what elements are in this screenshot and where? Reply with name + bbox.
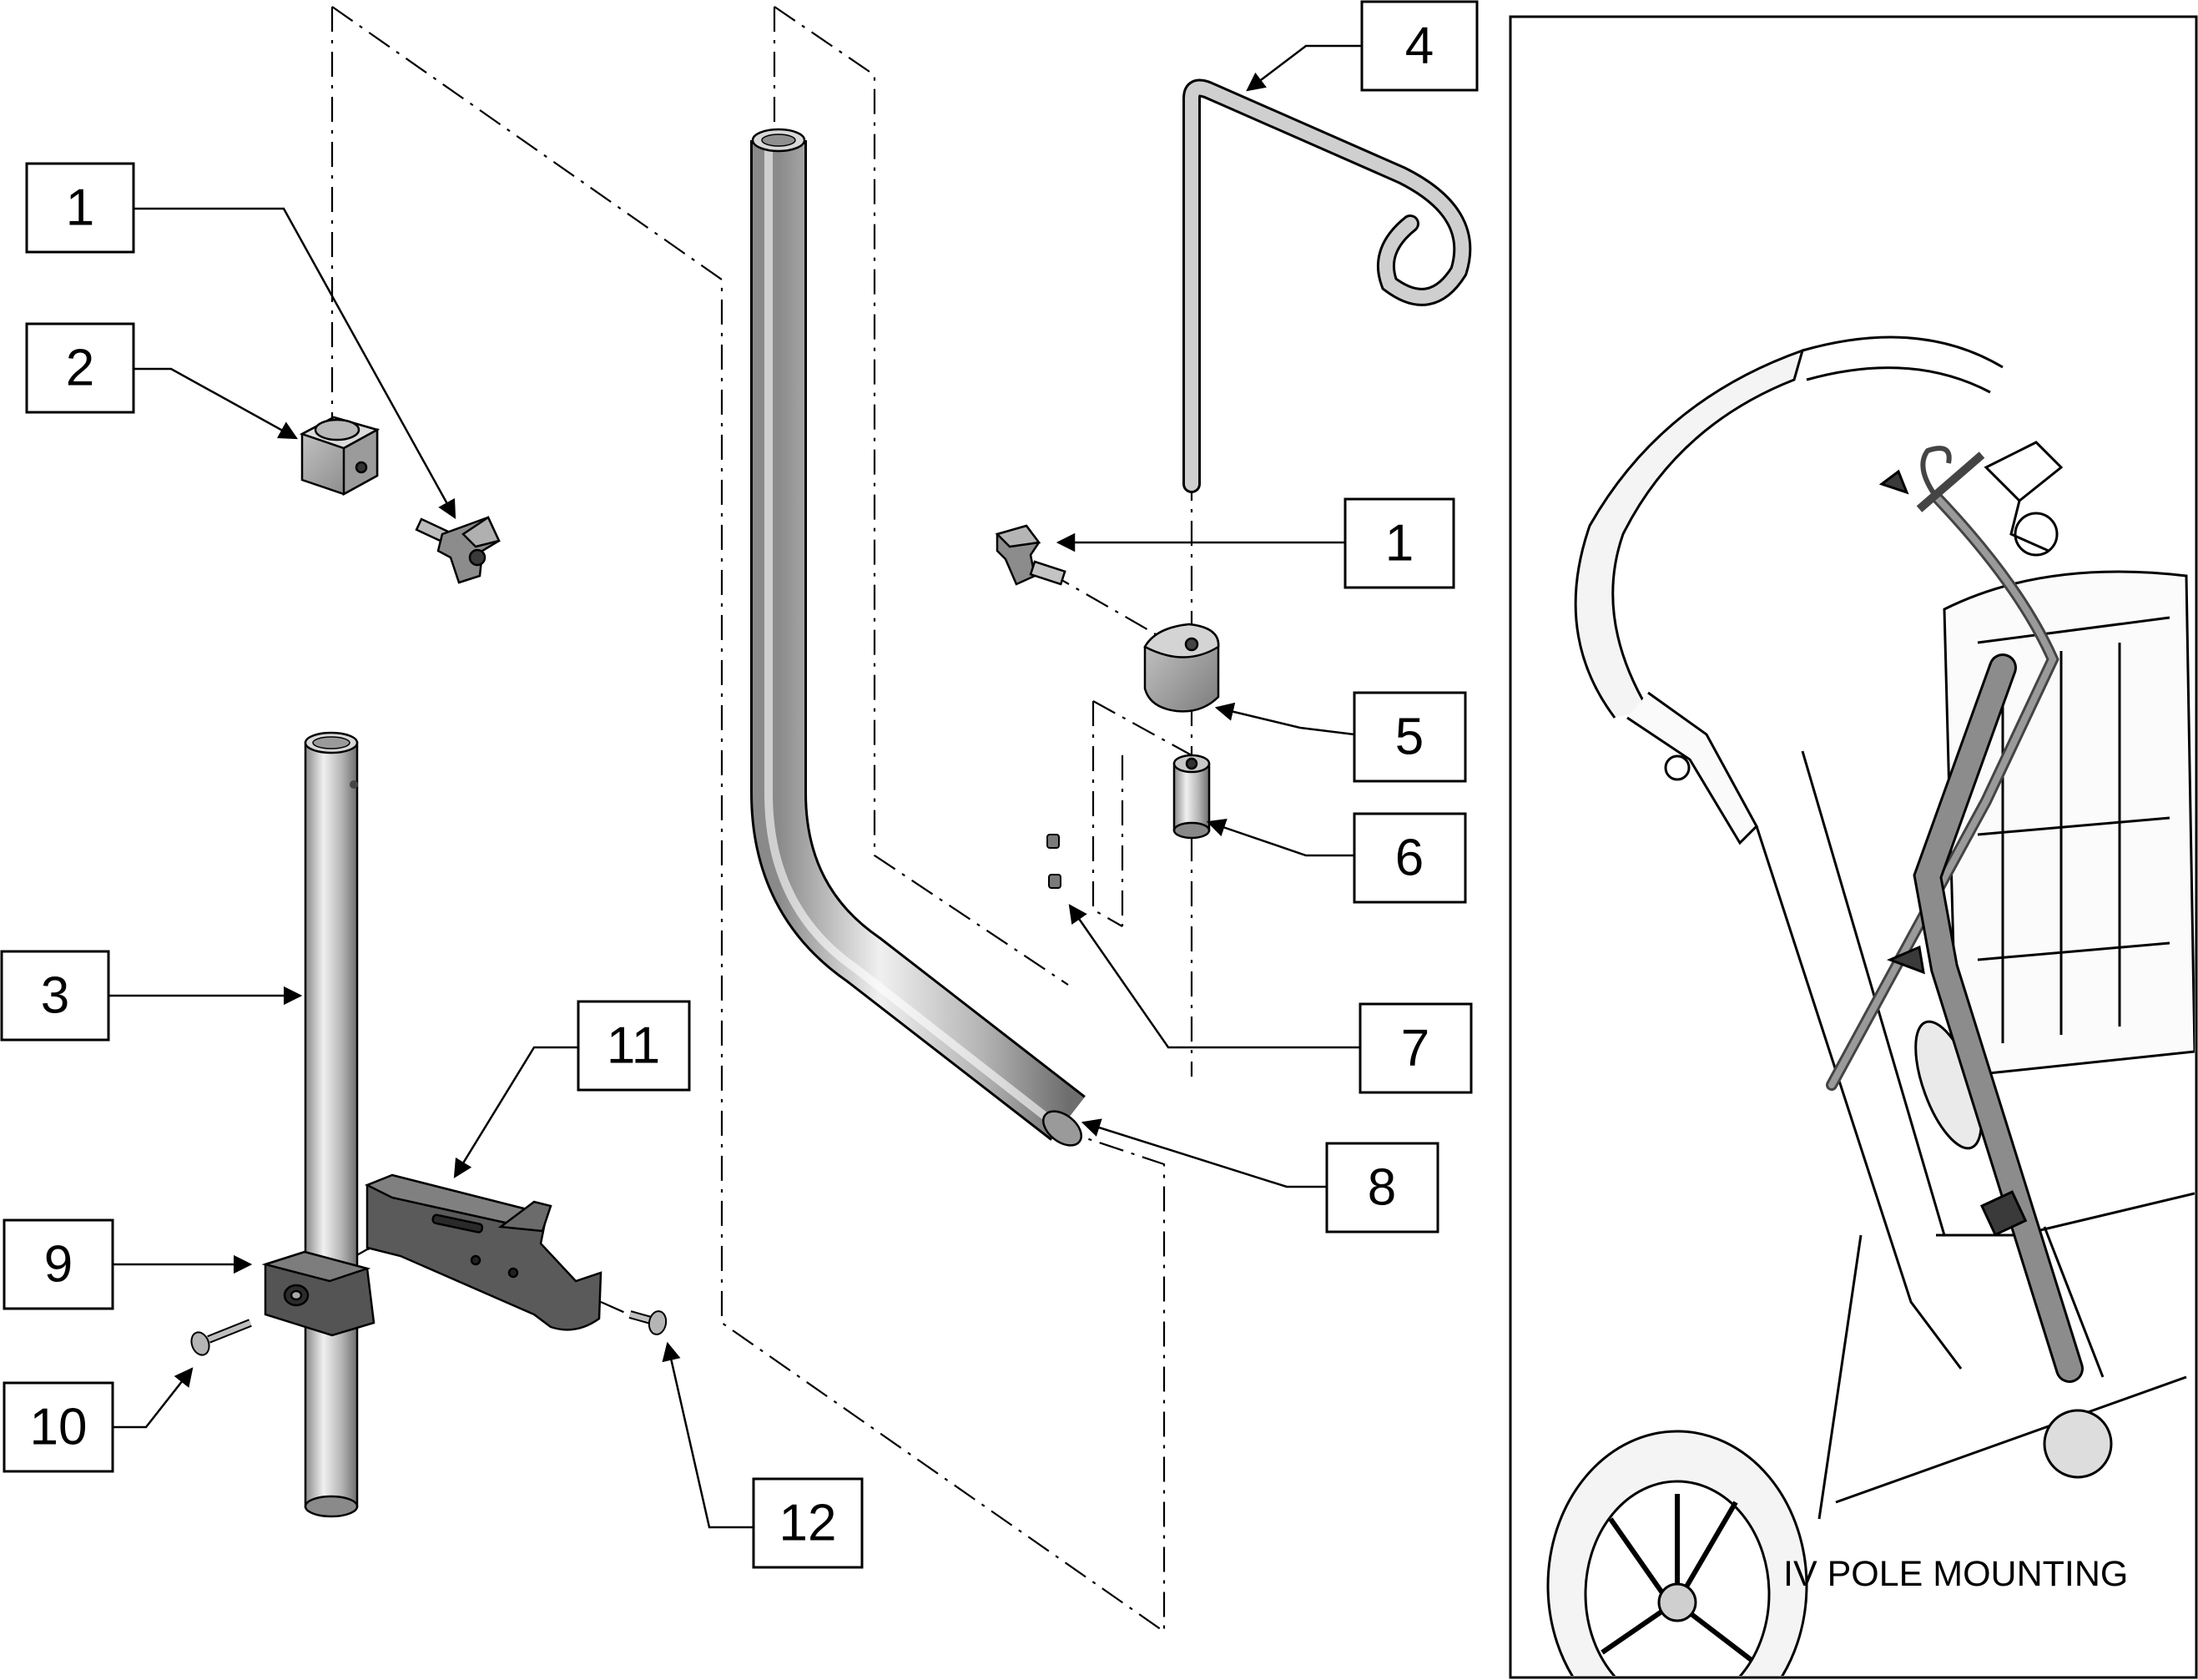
part-8-bent-tube (750, 128, 1086, 1147)
inset-caption: IV POLE MOUNTING (1783, 1554, 2128, 1594)
callout-label: 9 (44, 1236, 73, 1294)
part-10-screw (190, 1319, 252, 1356)
callout-box-8: 8 (1325, 1142, 1439, 1234)
callout-box-10: 10 (3, 1381, 114, 1473)
assembly-guide-lines (295, 6, 1193, 1634)
part-7-set-screws (1046, 834, 1061, 889)
callout-box-1a: 1 (25, 162, 135, 254)
callout-box-12: 12 (752, 1477, 864, 1569)
callout-box-5: 5 (1353, 691, 1467, 783)
callout-box-7: 7 (1359, 1002, 1473, 1094)
callout-label: 1 (66, 179, 94, 237)
callout-leaders (108, 44, 1362, 1529)
part-9-small-clamp (261, 1250, 376, 1337)
stroller-illustration (1546, 335, 2195, 1676)
part-1-knob-right (995, 524, 1066, 586)
callout-box-2: 2 (25, 322, 135, 414)
part-12-screw (628, 1310, 668, 1335)
part-4-iv-hook-rod (1182, 78, 1472, 493)
callout-label: 10 (30, 1399, 88, 1456)
callout-label: 1 (1385, 515, 1414, 573)
callout-label: 11 (607, 1017, 660, 1075)
callout-label: 5 (1395, 709, 1424, 766)
callout-box-9: 9 (3, 1218, 114, 1310)
part-3-straight-tube (304, 731, 359, 1518)
part-11-clamp-bracket (364, 1173, 602, 1331)
callout-label: 3 (41, 967, 69, 1025)
callout-box-4: 4 (1360, 0, 1479, 92)
callout-box-11: 11 (577, 1000, 691, 1092)
callout-label: 6 (1395, 830, 1424, 887)
callout-label: 2 (66, 340, 94, 397)
callout-label: 7 (1401, 1020, 1429, 1077)
part-5-collar (1143, 623, 1220, 713)
callout-box-1b: 1 (1344, 497, 1455, 589)
part-6-spacer (1172, 754, 1211, 840)
part-1-knob-left (415, 516, 501, 584)
callout-label: 12 (779, 1495, 837, 1552)
callout-label: 4 (1405, 18, 1434, 75)
part-2-collar-block (299, 416, 381, 497)
callout-label: 8 (1368, 1159, 1396, 1217)
callout-box-3: 3 (0, 950, 110, 1042)
inset-panel: IV POLE MOUNTING (1509, 15, 2198, 1679)
callout-box-6: 6 (1353, 812, 1467, 904)
